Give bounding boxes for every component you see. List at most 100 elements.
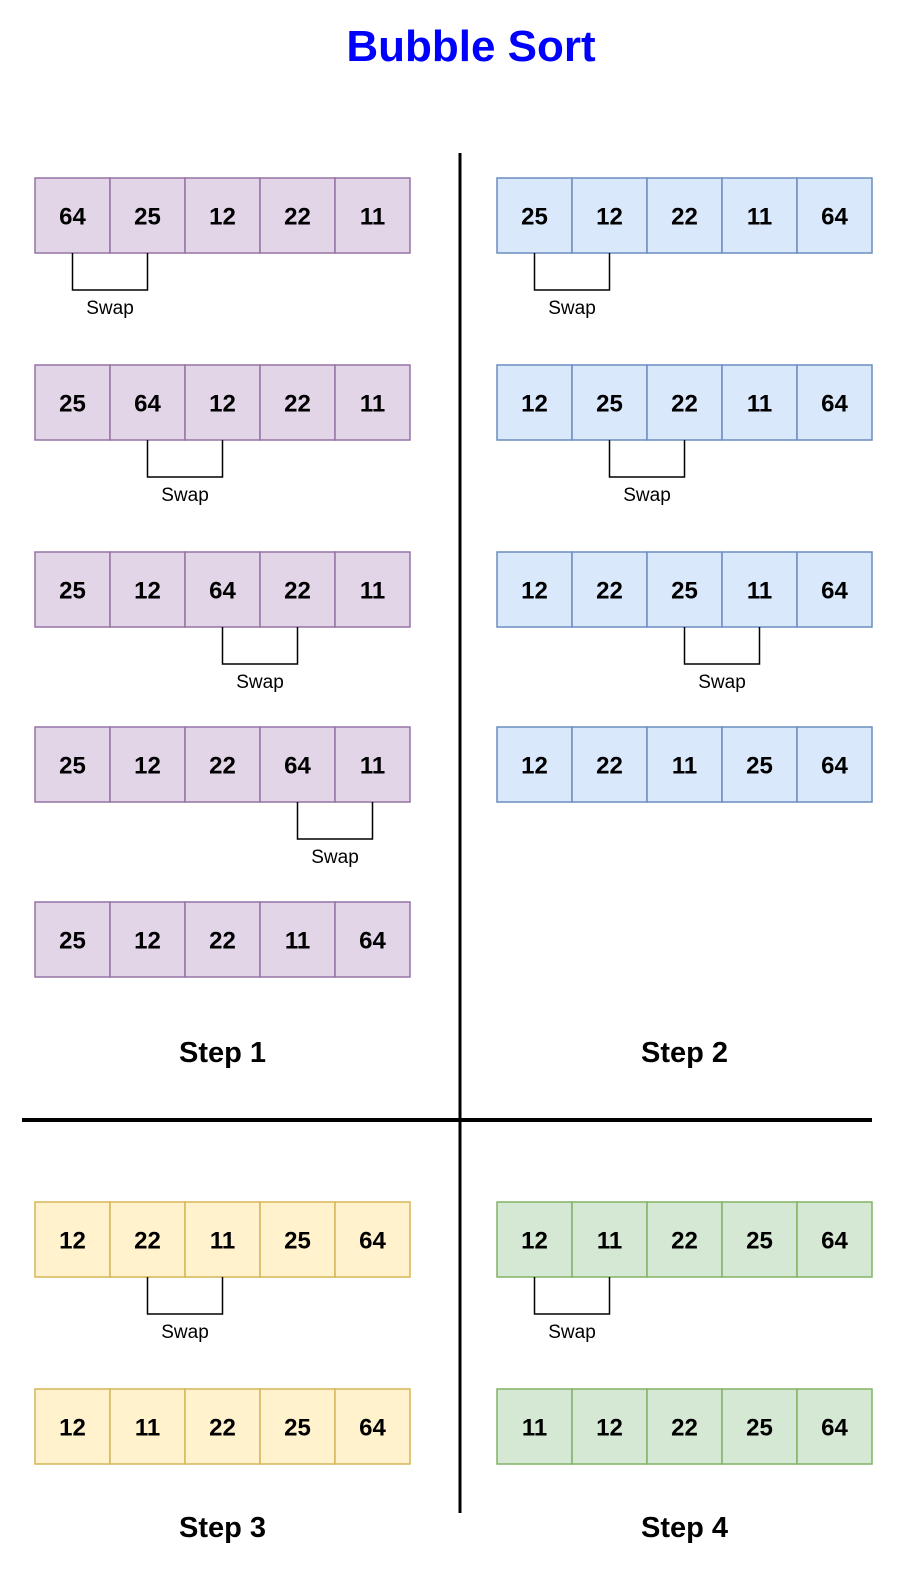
cell-value: 22	[284, 391, 311, 418]
swap-label: Swap	[161, 485, 209, 506]
array-cell	[34, 177, 111, 254]
array-cell	[34, 551, 111, 628]
cell-value: 25	[521, 204, 548, 231]
cell-value: 22	[596, 753, 623, 780]
cell-value: 11	[522, 1415, 547, 1442]
cell-value: 25	[596, 391, 623, 418]
cell-value: 11	[135, 1415, 160, 1442]
cell-value: 25	[671, 578, 698, 605]
array-cell	[259, 901, 336, 978]
cell-value: 64	[284, 753, 311, 780]
cell-value: 64	[59, 204, 86, 231]
cell-value: 11	[747, 578, 772, 605]
array-cell	[184, 1201, 261, 1278]
cell-value: 12	[59, 1415, 86, 1442]
array-cell	[34, 1388, 111, 1465]
cell-value: 25	[59, 928, 86, 955]
array-cell	[796, 1201, 873, 1278]
array-cell	[721, 1388, 798, 1465]
cell-value: 25	[59, 391, 86, 418]
cell-value: 11	[597, 1228, 622, 1255]
cell-value: 11	[360, 578, 385, 605]
cell-value: 12	[596, 1415, 623, 1442]
diagram-title: Bubble Sort	[346, 22, 596, 71]
array-cell	[184, 1388, 261, 1465]
cell-value: 64	[821, 753, 848, 780]
cell-value: 25	[59, 578, 86, 605]
cell-value: 22	[209, 928, 236, 955]
step-label: Step 3	[179, 1512, 266, 1544]
cell-value: 11	[747, 391, 772, 418]
swap-bracket	[533, 253, 611, 291]
cell-value: 22	[671, 391, 698, 418]
array-cell	[184, 901, 261, 978]
array-cell	[34, 364, 111, 441]
swap-label: Swap	[161, 1322, 209, 1343]
array-cell	[496, 726, 573, 803]
swap-label: Swap	[311, 847, 359, 868]
array-cell	[259, 551, 336, 628]
cell-value: 25	[746, 753, 773, 780]
cell-value: 11	[360, 753, 385, 780]
cell-value: 12	[521, 753, 548, 780]
array-cell	[646, 1201, 723, 1278]
swap-bracket	[146, 1277, 224, 1315]
cell-value: 25	[59, 753, 86, 780]
array-cell	[334, 901, 411, 978]
array-row: 12 22 11 25 64	[496, 726, 873, 803]
swap-bracket	[71, 253, 149, 291]
swap-label: Swap	[86, 298, 134, 319]
array-cell	[34, 726, 111, 803]
array-cell	[796, 726, 873, 803]
array-cell	[571, 726, 648, 803]
cell-value: 11	[747, 204, 772, 231]
array-cell	[571, 177, 648, 254]
cell-value: 64	[821, 204, 848, 231]
cell-value: 22	[209, 1415, 236, 1442]
step-label: Step 4	[641, 1512, 728, 1544]
cell-value: 12	[134, 753, 161, 780]
cell-value: 22	[671, 1228, 698, 1255]
array-cell	[259, 177, 336, 254]
cell-value: 12	[521, 391, 548, 418]
array-cell	[184, 726, 261, 803]
array-cell	[109, 901, 186, 978]
array-cell	[496, 551, 573, 628]
cell-value: 25	[746, 1228, 773, 1255]
array-cell	[34, 901, 111, 978]
cell-value: 11	[360, 204, 385, 231]
cell-value: 11	[672, 753, 697, 780]
swap-bracket	[221, 627, 299, 665]
array-cell	[496, 1201, 573, 1278]
array-cell	[184, 177, 261, 254]
array-cell	[496, 364, 573, 441]
cell-value: 25	[284, 1415, 311, 1442]
array-cell	[646, 1388, 723, 1465]
cell-value: 25	[746, 1415, 773, 1442]
cell-value: 12	[134, 578, 161, 605]
cell-value: 64	[821, 578, 848, 605]
cell-value: 22	[209, 753, 236, 780]
array-cell	[796, 551, 873, 628]
cell-value: 64	[821, 1415, 848, 1442]
array-cell	[721, 1201, 798, 1278]
array-cell	[109, 551, 186, 628]
cell-value: 11	[285, 928, 310, 955]
array-cell	[109, 726, 186, 803]
array-cell	[571, 1201, 648, 1278]
cell-value: 25	[284, 1228, 311, 1255]
array-cell	[646, 364, 723, 441]
cell-value: 12	[209, 391, 236, 418]
